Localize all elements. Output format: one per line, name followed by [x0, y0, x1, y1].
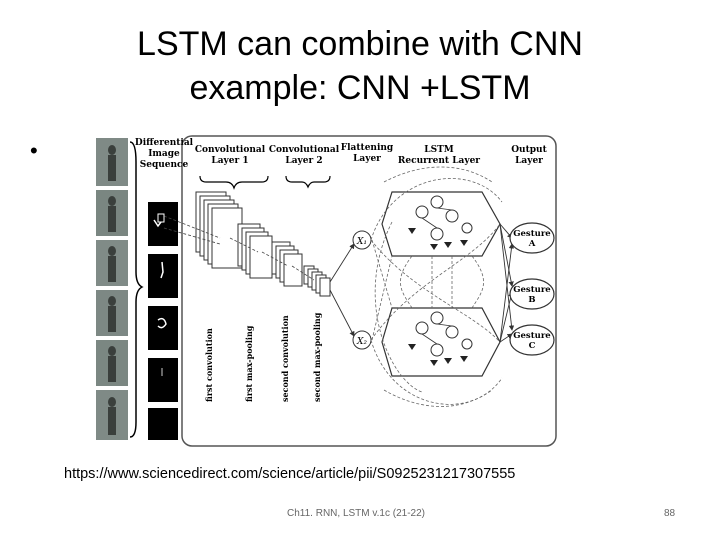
- lstm-cells: [381, 191, 501, 377]
- gesture-a-name: Gesture: [513, 229, 551, 239]
- header-lstm-1: LSTM: [424, 145, 454, 155]
- input-brace: [129, 141, 144, 438]
- header-input-1: Differential: [135, 138, 194, 148]
- pool2-feature-maps: [303, 265, 331, 297]
- x1-label: X₁: [356, 237, 367, 247]
- header-input-2: Image: [148, 149, 180, 159]
- header-output-2: Layer: [515, 156, 543, 166]
- diff-frame-2: [148, 254, 178, 298]
- diff-frame-4: [148, 358, 178, 402]
- gesture-b-name: Gesture: [513, 285, 551, 295]
- input-node-x1: X₁: [352, 230, 372, 250]
- receptive-field-lines: [163, 215, 315, 281]
- page-number: 88: [664, 508, 676, 519]
- header-lstm-2: Recurrent Layer: [398, 156, 480, 166]
- output-gesture-b: Gesture B: [509, 278, 555, 310]
- header-conv2-1: Convolutional: [269, 145, 340, 155]
- lstm-cell-lower: [381, 307, 501, 377]
- title-line-2: example: CNN +LSTM: [189, 69, 531, 107]
- output-gesture-c: Gesture C: [509, 324, 555, 356]
- gesture-a-letter: A: [528, 239, 536, 249]
- diff-frame-1: [148, 202, 178, 246]
- flatten-connections: [329, 243, 355, 337]
- conv1-brace: [199, 175, 269, 190]
- conv2-brace: [285, 175, 331, 189]
- title-line-1: LSTM can combine with CNN: [137, 25, 583, 63]
- conv1-feature-maps: [195, 191, 243, 269]
- output-layer: Gesture A Gesture B Gesture C: [509, 222, 555, 356]
- lstm-recurrent-connections: [370, 166, 503, 407]
- header-conv2-2: Layer 2: [285, 156, 322, 166]
- header-flatten-2: Layer: [353, 154, 381, 164]
- bullet-point: •: [30, 138, 38, 163]
- lstm-gates: [415, 195, 473, 357]
- input-node-x2: X₂: [352, 330, 372, 350]
- diff-frame-5: [148, 408, 178, 440]
- source-link[interactable]: https://www.sciencedirect.com/science/ar…: [64, 466, 516, 482]
- gesture-c-name: Gesture: [513, 331, 551, 341]
- lstm-cell-upper: [381, 191, 501, 257]
- lstm-gate-arrows: [408, 228, 468, 366]
- input-frame-column: [96, 138, 144, 440]
- conv2-feature-maps: [271, 241, 303, 287]
- cnn-lstm-diagram: Differential Image Sequence Convolutiona…: [96, 135, 557, 447]
- step-labels: first convolution first max-pooling seco…: [204, 312, 322, 402]
- layer-headers: Differential Image Sequence Convolutiona…: [135, 138, 548, 170]
- x2-label: X₂: [356, 337, 367, 347]
- header-conv1-2: Layer 1: [211, 156, 248, 166]
- diff-frame-3: [148, 306, 178, 350]
- slide-title: LSTM can combine with CNN example: CNN +…: [0, 22, 720, 110]
- label-second-convolution: second convolution: [280, 315, 290, 402]
- header-output-1: Output: [511, 145, 547, 155]
- header-conv1-1: Convolutional: [195, 145, 266, 155]
- label-first-convolution: first convolution: [204, 328, 214, 402]
- gesture-c-letter: C: [529, 341, 536, 351]
- label-second-max-pooling: second max-pooling: [312, 312, 322, 402]
- pool1-feature-maps: [237, 223, 273, 279]
- header-input-3: Sequence: [140, 160, 189, 170]
- diagram-frame: [181, 135, 557, 447]
- output-gesture-a: Gesture A: [509, 222, 555, 254]
- label-first-max-pooling: first max-pooling: [244, 325, 254, 402]
- gesture-b-letter: B: [528, 295, 535, 305]
- differential-frame-column: [148, 202, 178, 440]
- slide-footer: Ch11. RNN, LSTM v.1c (21-22): [287, 508, 426, 519]
- header-flatten-1: Flattening: [341, 143, 394, 153]
- cnn-lstm-figure: Differential Image Sequence Convolutiona…: [92, 132, 562, 450]
